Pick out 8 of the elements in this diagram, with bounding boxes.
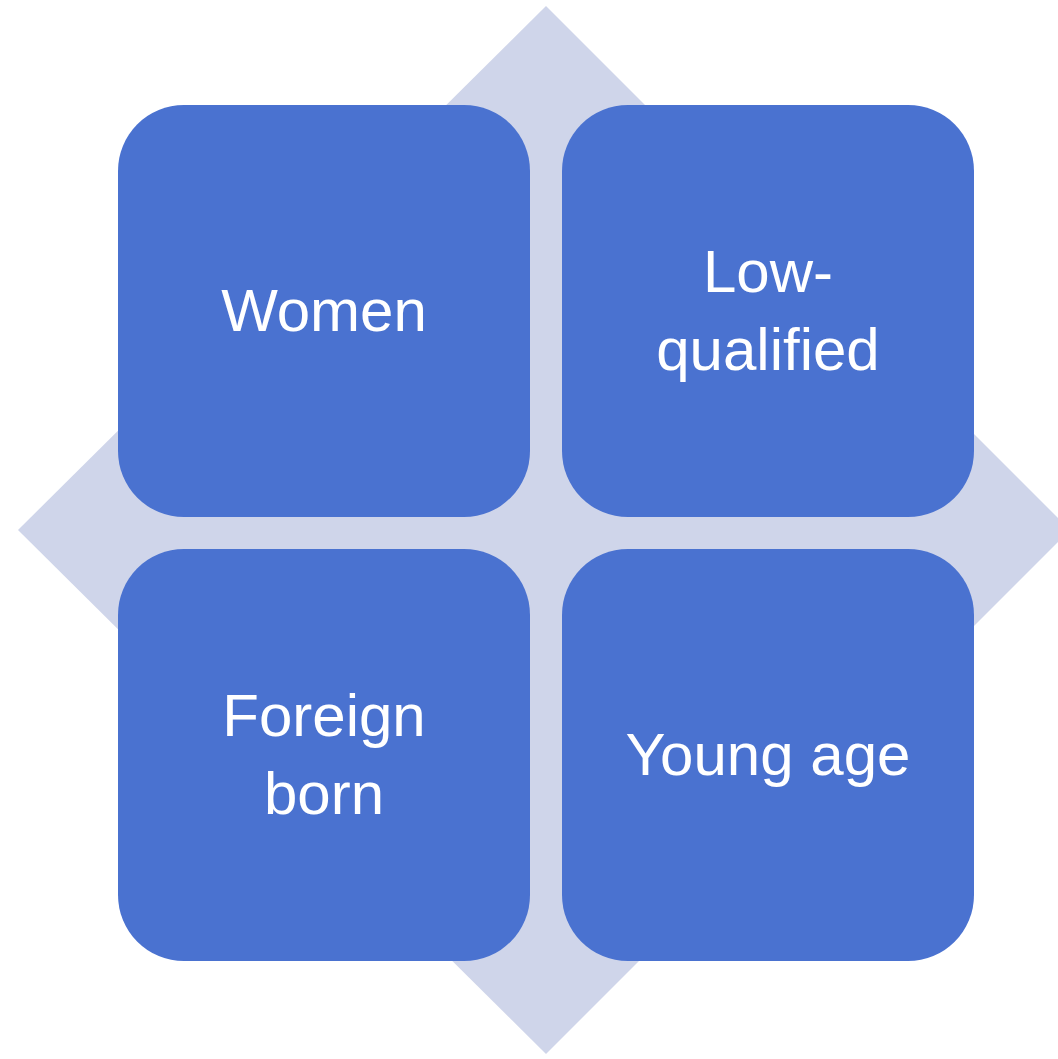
rounded-box xyxy=(562,549,974,961)
box-label: Women xyxy=(221,276,427,346)
box-label: Young age xyxy=(625,720,911,790)
box-label: Low-qualified xyxy=(655,237,881,385)
rounded-box xyxy=(118,549,530,961)
rounded-box xyxy=(562,105,974,517)
rounded-box xyxy=(118,105,530,517)
box-label: Foreign born xyxy=(221,681,427,829)
